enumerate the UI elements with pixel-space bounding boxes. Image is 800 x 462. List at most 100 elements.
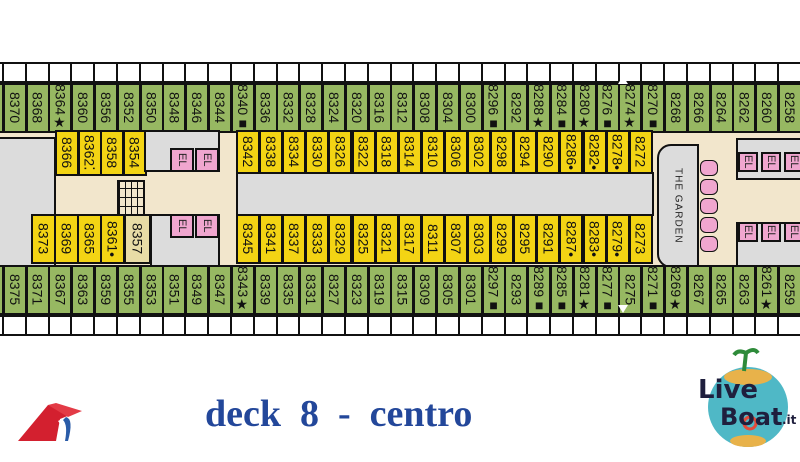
cabin[interactable]: 8322 bbox=[351, 130, 376, 174]
cabin[interactable]: 8320 bbox=[344, 83, 369, 133]
cabin[interactable]: 8332 bbox=[276, 83, 301, 133]
cabin[interactable]: 8353 bbox=[139, 265, 164, 315]
cabin[interactable]: 8348 bbox=[162, 83, 187, 133]
cabin[interactable]: 8280★ bbox=[572, 83, 597, 133]
cabin[interactable]: 8341 bbox=[259, 214, 284, 264]
elevator[interactable]: EL bbox=[195, 214, 219, 238]
cabin[interactable]: 8297■ bbox=[481, 265, 506, 315]
cabin[interactable]: 8263 bbox=[732, 265, 757, 315]
cabin[interactable]: 8271■ bbox=[641, 265, 666, 315]
cabin[interactable]: 8303 bbox=[467, 214, 491, 264]
cabin[interactable]: 8338 bbox=[259, 130, 284, 174]
cabin[interactable]: 8299 bbox=[490, 214, 515, 264]
cabin[interactable]: 8268 bbox=[664, 83, 688, 133]
cabin[interactable]: 8349 bbox=[185, 265, 210, 315]
elevator[interactable]: EL bbox=[784, 222, 800, 242]
the-garden-venue[interactable]: THE GARDEN bbox=[657, 144, 699, 268]
cabin[interactable]: 8304 bbox=[436, 83, 460, 133]
cabin[interactable]: 8308 bbox=[413, 83, 438, 133]
cabin[interactable]: 8306 bbox=[443, 130, 468, 174]
cabin[interactable]: 8298 bbox=[490, 130, 515, 174]
cabin[interactable]: 8293 bbox=[504, 265, 529, 315]
cabin[interactable]: 8285■ bbox=[550, 265, 574, 315]
cabin[interactable]: 8259 bbox=[778, 265, 800, 315]
cabin[interactable]: 8261★ bbox=[755, 265, 780, 315]
cabin[interactable]: 8328 bbox=[299, 83, 324, 133]
cabin[interactable]: 8325 bbox=[351, 214, 376, 264]
cabin[interactable]: 8294 bbox=[513, 130, 538, 174]
cabin[interactable]: 8266 bbox=[686, 83, 711, 133]
cabin[interactable]: 8333 bbox=[305, 214, 330, 264]
elevator[interactable]: EL bbox=[761, 152, 781, 172]
cabin[interactable]: 8331 bbox=[299, 265, 324, 315]
cabin[interactable]: 8329 bbox=[328, 214, 353, 264]
cabin[interactable]: 8318 bbox=[374, 130, 399, 174]
cabin[interactable]: 8360 bbox=[71, 83, 96, 133]
cabin[interactable]: 8324 bbox=[322, 83, 346, 133]
cabin[interactable]: 8362⁚ bbox=[77, 130, 102, 176]
cabin[interactable]: 8290 bbox=[536, 130, 561, 174]
cabin[interactable]: 8370 bbox=[2, 83, 27, 133]
cabin[interactable]: 8327 bbox=[322, 265, 346, 315]
cabin[interactable]: 8366 bbox=[55, 130, 79, 176]
cabin[interactable]: 8351 bbox=[162, 265, 187, 315]
cabin[interactable]: 8287• bbox=[559, 214, 584, 264]
cabin[interactable]: 8339 bbox=[253, 265, 278, 315]
cabin[interactable]: 8276■ bbox=[595, 83, 620, 133]
cabin[interactable]: 8330 bbox=[305, 130, 330, 174]
cabin[interactable]: 8310 bbox=[420, 130, 445, 174]
cabin[interactable]: 8352 bbox=[116, 83, 141, 133]
cabin[interactable]: 8283• bbox=[582, 214, 607, 264]
cabin[interactable]: 8289■ bbox=[527, 265, 552, 315]
cabin[interactable]: 8296■ bbox=[481, 83, 506, 133]
elevator[interactable]: EL bbox=[761, 222, 781, 242]
cabin-special[interactable]: 8357 bbox=[124, 214, 151, 264]
cabin[interactable]: 8367 bbox=[48, 265, 73, 315]
cabin[interactable]: 8337 bbox=[282, 214, 307, 264]
cabin[interactable]: 8262 bbox=[732, 83, 757, 133]
cabin[interactable]: 8346 bbox=[185, 83, 210, 133]
cabin[interactable]: 8358 bbox=[100, 130, 124, 176]
cabin[interactable]: 8365 bbox=[77, 214, 102, 264]
cabin[interactable]: 8258 bbox=[778, 83, 800, 133]
cabin[interactable]: 8309 bbox=[413, 265, 438, 315]
cabin[interactable]: 8340■ bbox=[230, 83, 255, 133]
cabin[interactable]: 8363 bbox=[71, 265, 96, 315]
elevator[interactable]: EL bbox=[784, 152, 800, 172]
cabin[interactable]: 8317 bbox=[397, 214, 422, 264]
cabin[interactable]: 8273 bbox=[628, 214, 653, 264]
cabin[interactable]: 8345 bbox=[236, 214, 260, 264]
cabin[interactable]: 8278• bbox=[605, 130, 630, 174]
cabin[interactable]: 8311 bbox=[420, 214, 445, 264]
elevator[interactable]: EL bbox=[170, 214, 194, 238]
cabin[interactable]: 8314 bbox=[397, 130, 422, 174]
cabin[interactable]: 8375 bbox=[2, 265, 27, 315]
elevator[interactable]: EL bbox=[738, 152, 758, 172]
cabin[interactable]: 8364★ bbox=[48, 83, 73, 133]
cabin[interactable]: 8277■ bbox=[595, 265, 620, 315]
cabin[interactable]: 8307 bbox=[443, 214, 468, 264]
cabin[interactable]: 8295 bbox=[513, 214, 538, 264]
elevator[interactable]: EL bbox=[170, 148, 194, 172]
cabin[interactable]: 8301 bbox=[458, 265, 483, 315]
cabin[interactable]: 8302 bbox=[467, 130, 491, 174]
cabin[interactable]: 8336 bbox=[253, 83, 278, 133]
cabin[interactable]: 8361• bbox=[100, 214, 125, 264]
cabin[interactable]: 8369 bbox=[54, 214, 79, 264]
cabin[interactable]: 8264 bbox=[709, 83, 734, 133]
cabin[interactable]: 8321 bbox=[374, 214, 399, 264]
cabin[interactable]: 8326 bbox=[328, 130, 353, 174]
elevator[interactable]: EL bbox=[738, 222, 758, 242]
cabin[interactable]: 8359 bbox=[94, 265, 118, 315]
cabin[interactable]: 8319 bbox=[367, 265, 392, 315]
cabin[interactable]: 8288★ bbox=[527, 83, 552, 133]
cabin[interactable]: 8274★ bbox=[618, 83, 643, 133]
cabin[interactable]: 8355 bbox=[116, 265, 141, 315]
cabin[interactable]: 8270■ bbox=[641, 83, 666, 133]
cabin[interactable]: 8279• bbox=[605, 214, 630, 264]
cabin[interactable]: 8354 bbox=[122, 130, 147, 176]
cabin[interactable]: 8356 bbox=[94, 83, 118, 133]
cabin[interactable]: 8344 bbox=[208, 83, 232, 133]
cabin[interactable]: 8265 bbox=[709, 265, 734, 315]
cabin[interactable]: 8269★ bbox=[664, 265, 688, 315]
